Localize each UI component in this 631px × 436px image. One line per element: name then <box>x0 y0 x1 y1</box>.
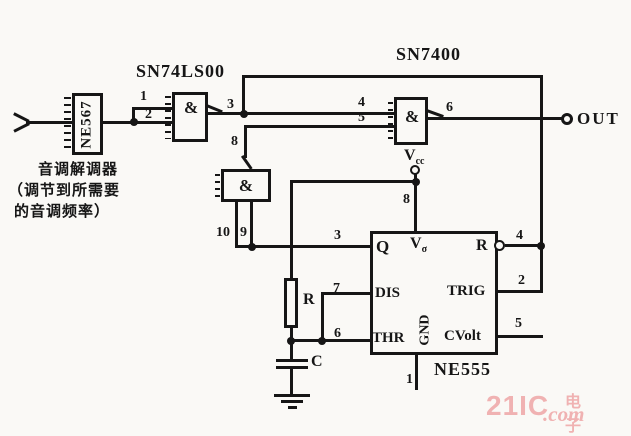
and-symbol: & <box>405 107 420 126</box>
wire <box>497 290 543 293</box>
wire <box>26 121 72 124</box>
sn7400-label: SN7400 <box>396 44 462 64</box>
wire <box>415 355 418 390</box>
ne555-pin-v: Vσ <box>410 236 427 255</box>
v-main: V <box>410 235 422 252</box>
ne555-chip <box>370 231 498 355</box>
wire <box>235 202 238 248</box>
pin-label-8-vcc: 8 <box>403 192 410 207</box>
annotation-line1: 音调解调器 <box>38 162 119 178</box>
vcc-sub: cc <box>415 156 425 168</box>
pin-label-4-reset: 4 <box>516 228 523 243</box>
wire <box>427 117 563 120</box>
pin-label-8: 8 <box>231 134 238 149</box>
sn74ls00-label: SN74LS00 <box>136 61 226 81</box>
ne555-pin-r: R <box>476 237 488 254</box>
vcc-v: V <box>404 147 416 164</box>
and-symbol: & <box>238 176 254 195</box>
reset-bubble-icon <box>494 240 505 251</box>
watermark-domain: .com <box>543 402 585 426</box>
wire <box>245 125 395 128</box>
wire <box>290 339 370 342</box>
junction-dot <box>130 118 138 126</box>
v-sub: σ <box>421 244 428 256</box>
wire <box>132 107 135 124</box>
hatch-marks <box>165 96 171 139</box>
out-label: OUT <box>577 109 620 128</box>
wire <box>242 75 245 115</box>
junction-dot <box>248 243 256 251</box>
ne555-pin-gnd: GND <box>418 314 433 346</box>
ne555-label: NE555 <box>434 359 492 379</box>
pin-label-7: 7 <box>333 281 340 296</box>
watermark-site-cn: 电子网 <box>565 394 583 435</box>
pin-label-1-gnd: 1 <box>406 372 413 387</box>
wire <box>132 107 173 110</box>
nand-gate-c: & <box>394 97 428 145</box>
pin-label-2-trig: 2 <box>518 273 525 288</box>
ground-icon <box>281 400 303 403</box>
gate-output-wedge <box>241 154 253 170</box>
wire <box>505 244 541 247</box>
ne567-label: NE567 <box>79 99 95 149</box>
resistor-body <box>284 278 298 328</box>
wire <box>242 75 543 78</box>
pin-label-5-cvolt: 5 <box>515 316 522 331</box>
ne555-pin-gnd-wrap: GND <box>413 306 439 354</box>
wire <box>290 369 293 396</box>
wire <box>290 328 293 342</box>
ne555-pin-trig: TRIG <box>447 283 486 299</box>
nand-gate-b: & <box>221 169 271 202</box>
vcc-label: Vcc <box>404 148 424 167</box>
pin-label-3: 3 <box>227 97 234 112</box>
wire <box>290 180 293 278</box>
wire <box>207 112 396 115</box>
capacitor-plate <box>276 366 308 369</box>
capacitor-label: C <box>311 353 323 370</box>
ne555-pin-thr: THR <box>372 330 405 346</box>
pin-label-4: 4 <box>358 95 365 110</box>
ne567-chip: NE567 <box>72 93 103 155</box>
watermark-brand: 21IC <box>486 390 550 421</box>
wire <box>236 245 370 248</box>
pin-label-2: 2 <box>145 107 152 122</box>
wire <box>250 202 253 248</box>
wire <box>291 180 418 183</box>
pin-label-6-thr: 6 <box>334 326 341 341</box>
wire <box>290 340 293 361</box>
pin-label-5: 5 <box>358 110 365 125</box>
pin-label-9: 9 <box>240 225 247 240</box>
hatch-marks <box>388 102 393 140</box>
hatch-marks <box>215 174 220 198</box>
annotation-line2: （调节到所需要 <box>8 183 121 199</box>
pin-label-6: 6 <box>446 100 453 115</box>
wire <box>414 182 417 232</box>
ne555-pin-dis: DIS <box>375 285 401 301</box>
wire <box>321 292 324 342</box>
resistor-label: R <box>303 291 315 308</box>
annotation-line3: 的音调频率） <box>14 204 111 220</box>
pin-label-3-q: 3 <box>334 228 341 243</box>
junction-dot <box>318 337 326 345</box>
ground-icon <box>288 406 297 409</box>
pin-label-1: 1 <box>140 89 147 104</box>
wire <box>497 335 543 338</box>
wire <box>103 121 173 124</box>
nand-gate-a: & <box>172 92 208 142</box>
junction-dot <box>537 242 545 250</box>
wire <box>244 125 247 158</box>
ground-icon <box>274 394 310 397</box>
wire <box>540 75 543 293</box>
capacitor-plate <box>276 359 308 362</box>
wire <box>321 292 370 295</box>
out-terminal-icon <box>561 113 573 125</box>
ne555-pin-cvolt: CVolt <box>444 328 481 344</box>
hatch-marks <box>64 97 71 151</box>
ne555-pin-q: Q <box>376 237 390 256</box>
and-symbol: & <box>184 98 199 117</box>
pin-label-10: 10 <box>216 225 230 240</box>
